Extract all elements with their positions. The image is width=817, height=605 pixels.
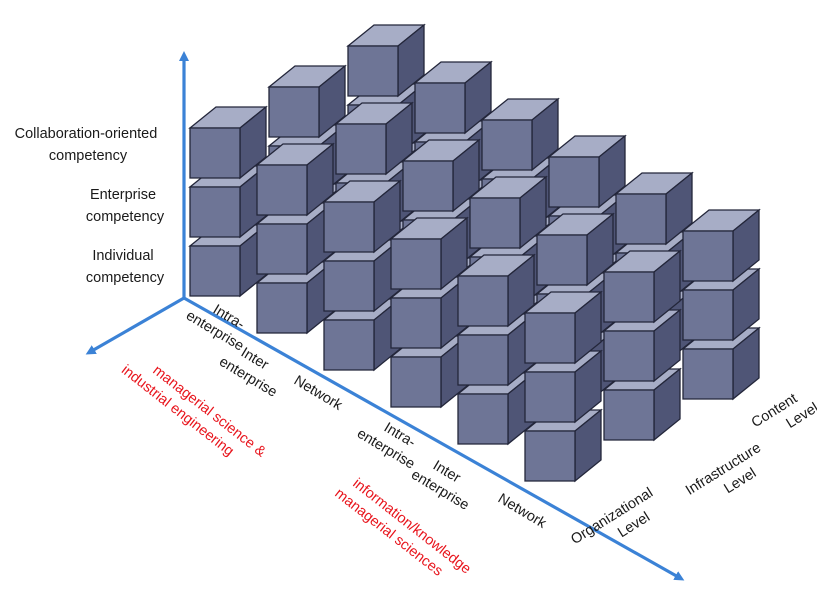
- cube-front-face: [189, 245, 241, 297]
- cube-front-face: [323, 201, 375, 253]
- left-depth-axis: [85, 296, 185, 355]
- individual-competency-label: Individual competency: [86, 248, 165, 286]
- cube-front-face: [256, 282, 308, 334]
- cube-icon: [523, 290, 603, 365]
- cube-front-face: [390, 356, 442, 408]
- vertical-axis-labels: Collaboration-oriented competency Enterp…: [15, 126, 165, 286]
- cube-front-face: [469, 197, 521, 249]
- cube-front-face: [457, 275, 509, 327]
- enterprise-competency-label: Enterprise competency: [86, 187, 165, 225]
- cube-front-face: [603, 330, 655, 382]
- network-label-1: Network: [291, 373, 345, 414]
- cube-front-face: [457, 334, 509, 386]
- cube-icon: [322, 179, 402, 254]
- cube-icon: [523, 408, 603, 483]
- cube-front-face: [390, 297, 442, 349]
- cube-front-face: [536, 234, 588, 286]
- cube-icon: [468, 175, 548, 250]
- managerial-science-label: managerial science & industrial engineer…: [118, 347, 272, 478]
- cube-front-face: [347, 45, 399, 97]
- cube-front-face: [457, 393, 509, 445]
- infrastructure-level-label: Infrastructure Level: [683, 438, 777, 515]
- cube-front-face: [682, 230, 734, 282]
- content-level-label: Content Level: [749, 384, 817, 447]
- cube-front-face: [548, 156, 600, 208]
- collab-competency-label: Collaboration-oriented competency: [15, 126, 162, 164]
- cube-front-face: [603, 271, 655, 323]
- cube-icon: [188, 105, 268, 180]
- cube-icon: [389, 216, 469, 291]
- cube-icon: [255, 142, 335, 217]
- cube-front-face: [524, 430, 576, 482]
- cube-front-face: [323, 260, 375, 312]
- cube-front-face: [323, 319, 375, 371]
- cube-grid: [188, 23, 761, 483]
- cube-icon: [346, 23, 426, 98]
- cube-front-face: [615, 193, 667, 245]
- cube-front-face: [189, 127, 241, 179]
- cube-icon: [456, 253, 536, 328]
- cube-front-face: [603, 389, 655, 441]
- intra-enterprise-label-2: Intra- enterprise: [354, 409, 427, 472]
- cube-icon: [267, 64, 347, 139]
- cube-icon: [681, 267, 761, 342]
- cube-front-face: [414, 82, 466, 134]
- cube-front-face: [335, 123, 387, 175]
- cube-icon: [614, 171, 694, 246]
- cube-icon: [413, 60, 493, 135]
- cube-icon: [681, 208, 761, 283]
- cube-icon: [334, 101, 414, 176]
- cube-front-face: [481, 119, 533, 171]
- cube-front-face: [524, 371, 576, 423]
- cube-icon: [547, 134, 627, 209]
- axes: [85, 51, 685, 581]
- cube-front-face: [682, 348, 734, 400]
- cube-front-face: [390, 238, 442, 290]
- cube-icon: [602, 249, 682, 324]
- cube-icon: [401, 138, 481, 213]
- cube-front-face: [524, 312, 576, 364]
- cube-icon: [480, 97, 560, 172]
- cube-front-face: [256, 164, 308, 216]
- front-horizontal-axis: [183, 296, 685, 581]
- cube-front-face: [268, 86, 320, 138]
- cube-front-face: [189, 186, 241, 238]
- cube-front-face: [402, 160, 454, 212]
- network-label-2: Network: [495, 491, 549, 532]
- cube-front-face: [682, 289, 734, 341]
- cube-front-face: [256, 223, 308, 275]
